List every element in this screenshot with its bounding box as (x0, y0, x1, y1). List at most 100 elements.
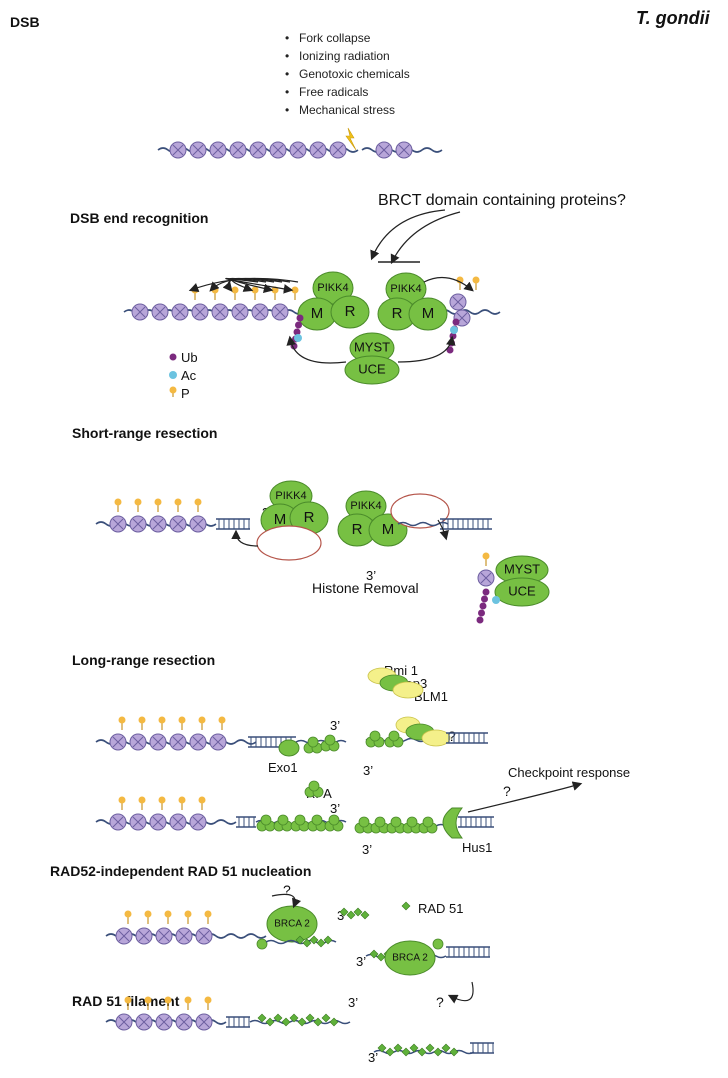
nucleosome-cross (112, 816, 124, 828)
three-prime-label: 3’ (363, 763, 374, 778)
nucleosome-cross (152, 816, 164, 828)
rpa-subunit (277, 814, 289, 826)
rad51-monomer (321, 1013, 331, 1023)
nucleosome-cross (212, 736, 224, 748)
rad51-monomer (281, 1017, 291, 1027)
phosphate-mark (184, 996, 192, 1004)
ubiquitin (296, 314, 304, 322)
rad51-monomer (289, 1013, 299, 1023)
phosphate-mark (158, 716, 166, 724)
phosphate-mark (251, 286, 259, 294)
m-subunit-label: M (382, 521, 395, 538)
rad51-cluster (256, 938, 268, 950)
ubiquitin (482, 588, 490, 596)
rad51-monomer (309, 935, 319, 945)
uce-protein-label: UCE (508, 583, 536, 598)
cause-item: Mechanical stress (285, 101, 410, 119)
phosphate-mark (114, 498, 122, 506)
ubiquitin (446, 346, 454, 354)
rpa-subunit (369, 730, 381, 742)
myst-protein-label: MYST (504, 561, 540, 576)
organism-label: T. gondii (636, 8, 710, 28)
rpa-subunit (308, 780, 320, 792)
phosphate-mark (291, 286, 299, 294)
myst-protein-label: MYST (354, 339, 390, 354)
nucleosome-cross (132, 816, 144, 828)
m-subunit-label: M (311, 305, 324, 322)
nucleosome-cross (112, 518, 124, 530)
rad51-monomer (339, 907, 349, 917)
nucleosome-cross (480, 572, 492, 584)
cause-item: Fork collapse (285, 29, 410, 47)
nucleosome-cross (332, 144, 344, 156)
nucleosome-cross (152, 736, 164, 748)
legend-p-swatch (169, 386, 177, 394)
ubiquitin (478, 609, 485, 617)
phosphate-mark (158, 796, 166, 804)
brct-arrow (390, 211, 461, 265)
nucleosome-cross (172, 518, 184, 530)
brct-question-label: BRCT domain containing proteins? (378, 192, 626, 209)
pikk4-complex-label: PIKK4 (350, 500, 381, 512)
nucleosome-cross (312, 144, 324, 156)
myst-arrow (286, 335, 347, 364)
rpa-subunit (390, 816, 402, 828)
checkpoint-arrow (467, 781, 583, 813)
rad51-monomer (313, 1017, 323, 1027)
section-rad51-nucleation: RAD52-independent RAD 51 nucleation (50, 863, 312, 879)
exo1-protein (278, 739, 300, 757)
nucleosome-cross (198, 1016, 210, 1028)
nucleosome-cross (292, 144, 304, 156)
rpa-subunit (324, 734, 336, 746)
myst-arrow (397, 335, 456, 363)
phosphate-mark (124, 996, 132, 1004)
unknown-label: ? (436, 994, 444, 1010)
three-prime-label: 3’ (330, 801, 341, 816)
nucleosome-cross (132, 736, 144, 748)
rad51-monomer (425, 1043, 435, 1053)
phosphate-mark (118, 796, 126, 804)
rad51-monomer (433, 1047, 443, 1057)
m-subunit-label: M (274, 511, 287, 528)
exo1-label: Exo1 (268, 760, 298, 775)
nucleosome-cross (214, 306, 226, 318)
pikk4-complex-label: PIKK4 (390, 283, 421, 295)
ubiquitin (452, 318, 460, 326)
acetyl-mark (294, 334, 302, 342)
rad51-monomer (369, 949, 379, 959)
phosphate-mark (138, 716, 146, 724)
rpa-subunit (311, 814, 323, 826)
acetyl-mark (450, 326, 458, 334)
rad51-monomer (329, 1017, 339, 1027)
dna-strand (397, 521, 449, 527)
ubiquitin (481, 595, 488, 603)
nucleosome-cross (232, 144, 244, 156)
phosphate-mark (231, 286, 239, 294)
dna-strand (265, 939, 337, 945)
nucleosome-cross (192, 144, 204, 156)
phosphate-mark (198, 716, 206, 724)
phosphate-mark (164, 910, 172, 918)
unknown-label: ? (448, 728, 456, 744)
phosphate-mark (211, 286, 219, 294)
phosphate-mark (118, 716, 126, 724)
ubiquitin (293, 328, 301, 336)
rpa-subunit (374, 816, 386, 828)
rad51-monomer (409, 1043, 419, 1053)
nucleosome-cross (112, 736, 124, 748)
uce-protein-label: UCE (358, 361, 386, 376)
nucleosome-cross (158, 1016, 170, 1028)
rad51-cluster (432, 938, 444, 950)
rad51-monomer (377, 1043, 387, 1053)
phosphate-mark (124, 910, 132, 918)
nucleosome-cross (194, 306, 206, 318)
nucleosome-cross (118, 1016, 130, 1028)
three-prime-label: 3’ (366, 568, 377, 583)
rad51-monomer (393, 1043, 403, 1053)
unknown-label: ? (503, 783, 511, 799)
nucleosome-cross (138, 1016, 150, 1028)
section-short-range-resection: Short-range resection (72, 425, 218, 441)
rad51-monomer (265, 1017, 275, 1027)
nucleosome-cross (172, 144, 184, 156)
brct-arrow (370, 209, 446, 261)
